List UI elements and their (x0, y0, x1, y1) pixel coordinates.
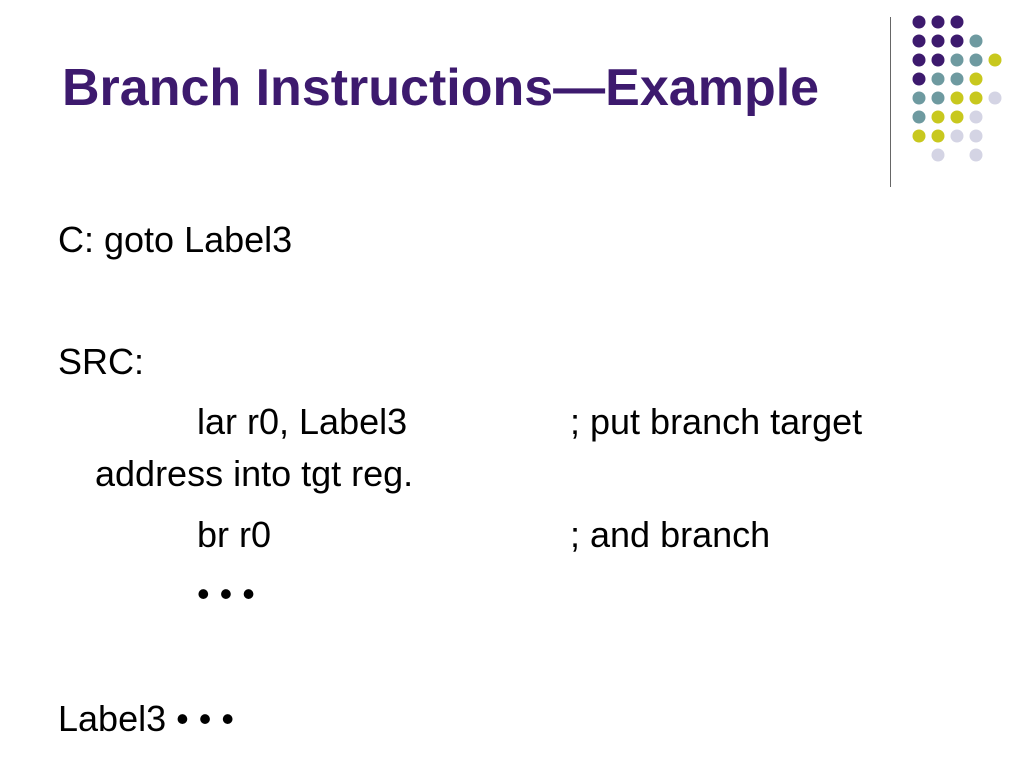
lar-comment-continued: address into tgt reg. (95, 453, 414, 494)
decorative-dot (950, 34, 964, 48)
decorative-dot (988, 53, 1002, 67)
decorative-dot (950, 110, 964, 124)
br-comment: ; and branch (570, 514, 771, 555)
label3-line: Label3 • • • (58, 698, 234, 739)
lar-comment: ; put branch target (570, 401, 863, 442)
decorative-dot (931, 34, 945, 48)
decorative-dot (912, 110, 926, 124)
decorative-dot (931, 91, 945, 105)
c-code-line: C: goto Label3 (58, 219, 293, 260)
decorative-dot (912, 15, 926, 29)
title-divider (890, 17, 891, 187)
decorative-dot (931, 53, 945, 67)
decorative-dot (969, 148, 983, 162)
decorative-dot (912, 34, 926, 48)
decorative-dot (912, 129, 926, 143)
decorative-dot (931, 110, 945, 124)
decorative-dot (988, 91, 1002, 105)
decorative-dot (950, 15, 964, 29)
lar-line: lar r0, Label3 ; put branch target (197, 400, 957, 444)
src-label: SRC: (58, 341, 145, 382)
decorative-dot (931, 148, 945, 162)
decorative-dot (950, 91, 964, 105)
decorative-dot (950, 129, 964, 143)
decorative-dot (912, 91, 926, 105)
slide-title: Branch Instructions—Example (62, 59, 820, 117)
decorative-dot (912, 72, 926, 86)
decorative-dot (931, 72, 945, 86)
decorative-dot (931, 15, 945, 29)
br-line: br r0 ; and branch (197, 513, 957, 557)
decorative-dot (969, 110, 983, 124)
decorative-dot (912, 53, 926, 67)
decorative-dot (969, 129, 983, 143)
decorative-dot (950, 72, 964, 86)
decorative-dot (969, 34, 983, 48)
decorative-dot (969, 91, 983, 105)
lar-instruction: lar r0, Label3 (197, 401, 408, 442)
br-instruction: br r0 (197, 514, 272, 555)
decorative-dot (931, 129, 945, 143)
decorative-dot (969, 72, 983, 86)
decorative-dot (969, 53, 983, 67)
decorative-dot (950, 53, 964, 67)
ellipsis-line: • • • (197, 573, 255, 614)
